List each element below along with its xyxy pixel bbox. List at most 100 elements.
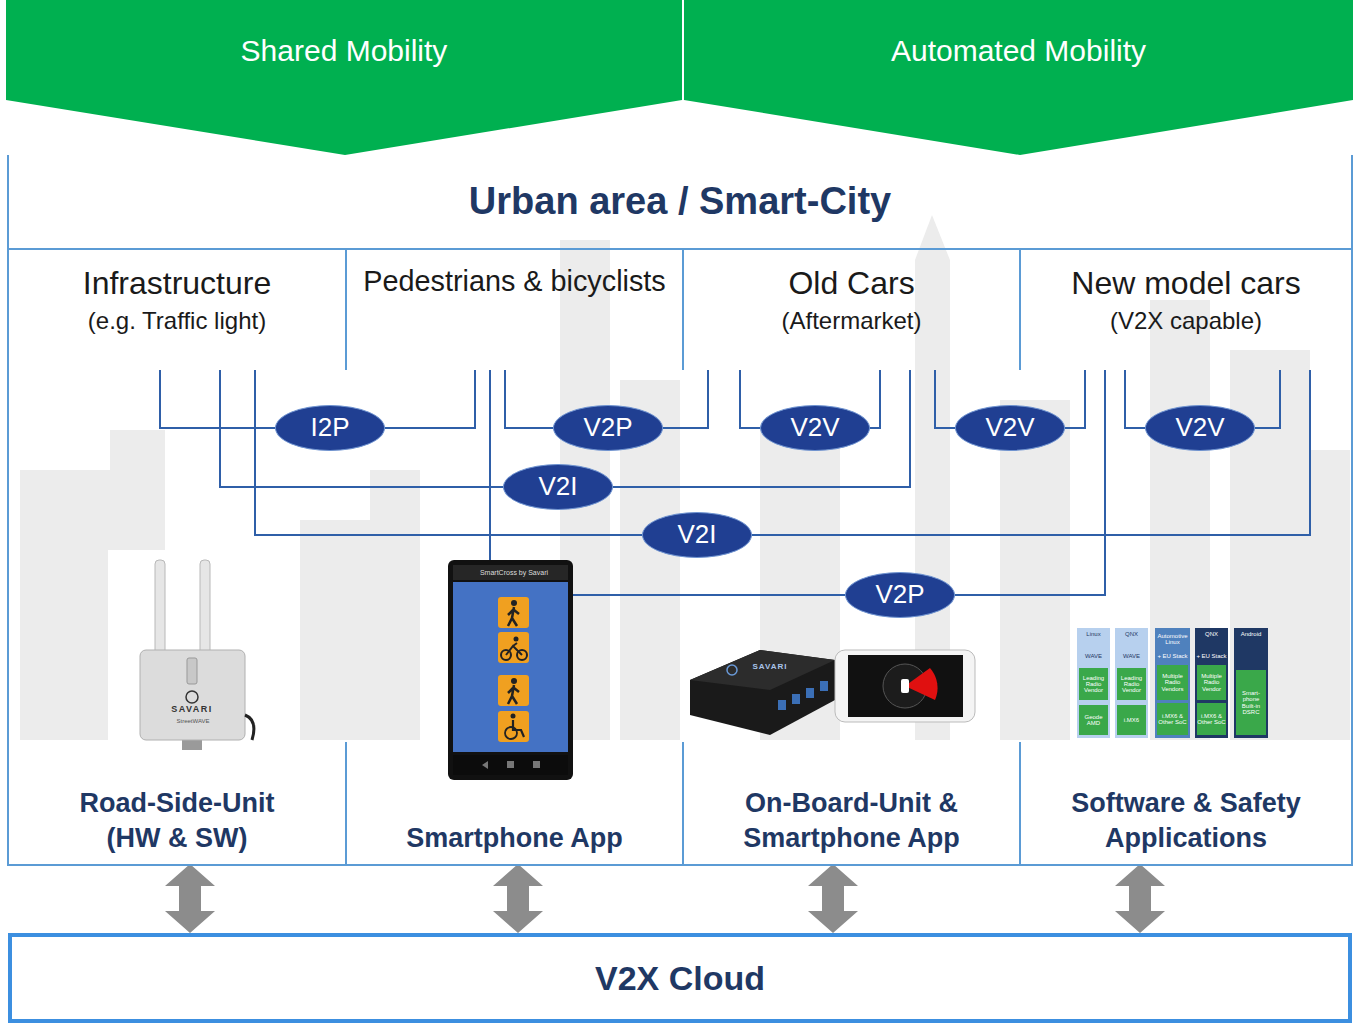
mobility-band: Automated Mobility [684, 0, 1353, 155]
double-arrow [493, 864, 543, 933]
node-text: New model cars [1071, 263, 1300, 305]
smartphone-picture [448, 560, 573, 780]
app-icon [498, 675, 529, 706]
edge-label-oval: V2I [503, 464, 613, 510]
road-side-unit-picture [108, 550, 268, 750]
node-text: Automated Mobility [891, 31, 1146, 70]
stack-label: + EU Stack [1155, 650, 1190, 663]
stack-block [1197, 703, 1226, 735]
text-group: V2X Cloud [595, 956, 765, 1000]
stack-label: Multiple Radio Vendors [1157, 665, 1188, 700]
skyline [20, 215, 1350, 740]
building [915, 215, 950, 740]
edge-label-oval: V2P [553, 405, 663, 451]
text-group: On-Board-Unit & Smartphone App [684, 786, 1019, 856]
stack-label: QNX [1115, 629, 1148, 640]
status-bar [453, 565, 568, 580]
building [1230, 350, 1310, 740]
edge-label-oval: V2I [642, 512, 752, 558]
building [760, 430, 840, 740]
node-text: Pedestrians & bicyclists [363, 263, 665, 300]
connector-line [1125, 370, 1280, 428]
text-group: Smartphone App [347, 821, 682, 856]
text-group: Pedestrians & bicyclists [347, 263, 682, 300]
stack-block [1157, 665, 1188, 700]
edge-label-oval: V2V [760, 405, 870, 451]
stack-label: Geode AMD [1079, 705, 1108, 735]
cable [245, 715, 254, 740]
connector-port [778, 700, 786, 710]
connector-line [160, 370, 475, 428]
edge-label-oval: V2P [845, 572, 955, 618]
connector-port [792, 694, 800, 704]
stack-column [1077, 628, 1110, 738]
connector-line [490, 370, 1105, 595]
building [1150, 300, 1210, 740]
stack-block [1157, 703, 1188, 735]
node-text: Infrastructure [83, 263, 272, 305]
brand-text: StreetWAVE [165, 717, 221, 726]
connector-line [255, 370, 1310, 535]
logo-mark [186, 691, 198, 703]
bicycle-symbol [501, 650, 511, 660]
node-text: Software & Safety Applications [1036, 786, 1336, 856]
node-text: Smartphone App [406, 821, 623, 856]
phone-body [835, 650, 975, 722]
double-arrow [808, 864, 858, 933]
column-heading: Old Cars(Aftermarket) [684, 248, 1021, 370]
node-subtext: (V2X capable) [1110, 305, 1262, 336]
building [1310, 450, 1350, 740]
band-fill [684, 0, 1353, 155]
app-icon [498, 597, 529, 628]
stack-column [1115, 628, 1148, 738]
connector-line [505, 370, 708, 428]
pedestrian-symbol [511, 600, 517, 606]
node-text: Shared Mobility [241, 31, 448, 70]
stack-label: WAVE [1077, 651, 1110, 662]
text-group: Software & Safety Applications [1021, 786, 1351, 856]
stack-label: Leading Radio Vendor [1079, 668, 1108, 700]
cloud-box: V2X Cloud [8, 933, 1352, 1023]
stack-block [1079, 668, 1108, 700]
software-stack-picture [1077, 628, 1268, 738]
product-cell: On-Board-Unit & Smartphone App [684, 742, 1021, 864]
building [110, 430, 165, 740]
band-fill [6, 0, 682, 155]
bicycle-symbol [506, 643, 522, 655]
wheelchair-symbol [511, 714, 516, 719]
wheelchair-symbol [505, 727, 517, 739]
stack-label: Android [1234, 629, 1268, 640]
edge-label-oval: I2P [275, 405, 385, 451]
brand-text: SAVARI [158, 704, 226, 716]
picture-ground [108, 550, 268, 750]
mobility-band: Shared Mobility [6, 0, 682, 155]
column-heading: New model cars(V2X capable) [1021, 248, 1351, 370]
text-group: Old Cars(Aftermarket) [684, 263, 1019, 336]
connector-port [806, 688, 814, 698]
double-arrow [1115, 864, 1165, 933]
stack-label: i.MX6 & Other SoC [1157, 703, 1188, 735]
bicycle-symbol [514, 637, 519, 642]
app-icon [498, 711, 529, 742]
band-shape [6, 0, 682, 155]
antenna [155, 560, 165, 655]
stack-block [1197, 665, 1226, 700]
status-lights [187, 658, 197, 684]
pole [182, 738, 202, 750]
text-group: Infrastructure(e.g. Traffic light) [9, 263, 345, 336]
text-group: New model cars(V2X capable) [1021, 263, 1351, 336]
node-text: On-Board-Unit & Smartphone App [702, 786, 1002, 856]
node-text: Urban area / Smart-City [469, 177, 891, 226]
building [300, 520, 370, 740]
phone-screen [453, 582, 568, 752]
node-text: V2X Cloud [595, 956, 765, 1000]
connector-line [220, 370, 910, 487]
antenna [200, 560, 210, 655]
edge-label-oval: V2V [955, 405, 1065, 451]
logo-mark [727, 665, 737, 675]
bicycle-symbol [517, 650, 527, 660]
node-text: Old Cars [788, 263, 914, 305]
urban-area-box: Urban area / Smart-CityInfrastructure(e.… [7, 155, 1353, 866]
stack-block [1117, 705, 1146, 735]
pedestrian-symbol [508, 607, 519, 626]
